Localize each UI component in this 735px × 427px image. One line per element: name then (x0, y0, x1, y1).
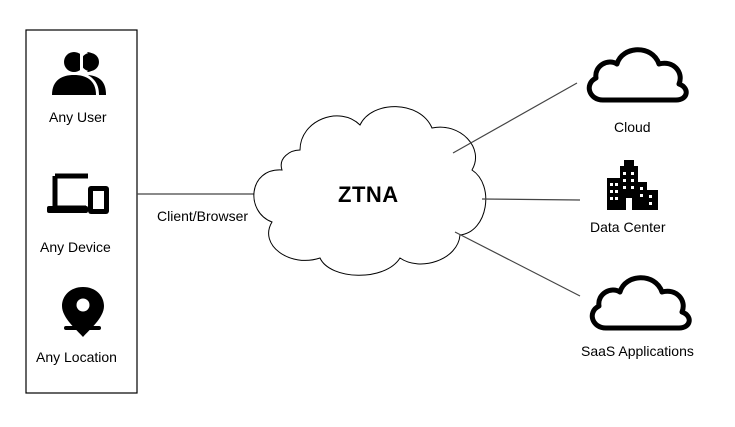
sources-box (25, 29, 138, 394)
source-label-location: Any Location (36, 349, 117, 365)
ztna-title: ZTNA (338, 182, 399, 207)
ztna-cloud-shape (253, 106, 487, 276)
target-label-saas: SaaS Applications (581, 343, 694, 359)
target-label-data-center: Data Center (590, 219, 666, 235)
connector-cloud (452, 82, 578, 154)
cloud-icon (586, 47, 689, 103)
building-icon (607, 160, 658, 210)
source-label-user: Any User (49, 109, 107, 125)
connector-saas (454, 231, 581, 297)
connection-label: Client/Browser (157, 208, 249, 224)
users-icon (52, 52, 106, 95)
source-label-device: Any Device (40, 239, 111, 255)
saas-cloud-icon (589, 275, 692, 331)
target-label-cloud: Cloud (614, 119, 651, 135)
location-pin-icon (62, 287, 104, 337)
laptop-phone-icon (47, 173, 109, 214)
connector-data-center (481, 198, 581, 201)
